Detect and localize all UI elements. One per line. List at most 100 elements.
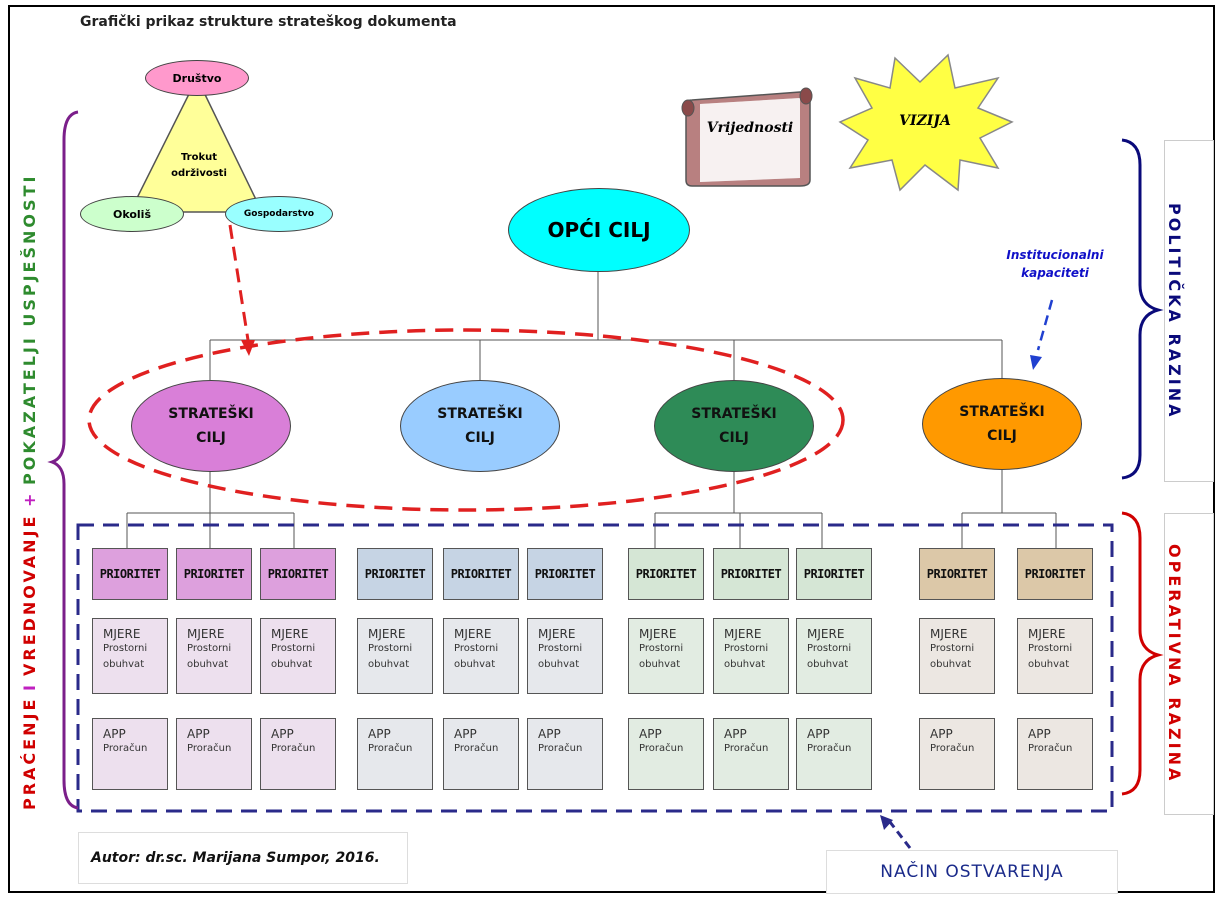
app-line1: Proračun [639, 743, 684, 754]
measures-line2: obuhvat [368, 659, 410, 670]
measures-line1: Prostorni [187, 643, 232, 654]
method-arrow-line [888, 821, 912, 849]
measures-title: MJERE [930, 627, 968, 641]
priority-box: PRIORITET [527, 548, 603, 600]
measures-line2: obuhvat [454, 659, 496, 670]
measures-line1: Prostorni [807, 643, 852, 654]
app-title: APP [639, 727, 662, 741]
priority-box: PRIORITET [260, 548, 336, 600]
app-title: APP [103, 727, 126, 741]
left-vertical-label: PRAĆENJE I VREDNOVANJE + POKAZATELJI USP… [20, 173, 39, 810]
measures-line2: obuhvat [724, 659, 766, 670]
connector-priorities [126, 470, 1057, 548]
sustainability-arrow-head [241, 340, 255, 356]
app-box: APP Proračun [1017, 718, 1093, 790]
measures-title: MJERE [639, 627, 677, 641]
operative-label: OPERATIVNA RAZINA [1165, 544, 1184, 784]
app-line1: Proračun [454, 743, 499, 754]
app-line1: Proračun [271, 743, 316, 754]
app-title: APP [1028, 727, 1051, 741]
institutional-arrow-head [1030, 355, 1042, 370]
app-line1: Proračun [187, 743, 232, 754]
app-title: APP [930, 727, 953, 741]
sustainability-triangle [128, 76, 264, 213]
measures-line1: Prostorni [639, 643, 684, 654]
app-line1: Proračun [1028, 743, 1073, 754]
measures-box: MJERE Prostorni obuhvat [796, 618, 872, 694]
triangle-center-label: Trokut održivosti [171, 152, 227, 179]
operative-brace [1121, 511, 1164, 796]
political-label: POLITIČKA RAZINA [1165, 202, 1184, 420]
measures-line1: Prostorni [454, 643, 499, 654]
measures-line2: obuhvat [1028, 659, 1070, 670]
app-title: APP [538, 727, 561, 741]
app-box: APP Proračun [713, 718, 789, 790]
measures-line1: Prostorni [271, 643, 316, 654]
measures-title: MJERE [368, 627, 406, 641]
measures-line2: obuhvat [187, 659, 229, 670]
measures-line2: obuhvat [639, 659, 681, 670]
triangle-node-environment: Okoliš [80, 196, 184, 232]
app-title: APP [271, 727, 294, 741]
political-brace [1121, 138, 1164, 480]
priority-box: PRIORITET [628, 548, 704, 600]
method-arrow-head [880, 815, 893, 830]
app-box: APP Proračun [628, 718, 704, 790]
app-box: APP Proračun [919, 718, 995, 790]
measures-title: MJERE [807, 627, 845, 641]
operative-label-box: OPERATIVNA RAZINA [1164, 513, 1214, 815]
measures-line2: obuhvat [271, 659, 313, 670]
political-label-box: POLITIČKA RAZINA [1164, 140, 1214, 482]
vision-starburst [838, 53, 1014, 192]
values-scroll [681, 87, 813, 187]
measures-title: MJERE [103, 627, 141, 641]
app-box: APP Proračun [92, 718, 168, 790]
operational-dashed-frame [76, 523, 1114, 813]
method-box: NAČIN OSTVARENJA [826, 850, 1118, 894]
app-line1: Proračun [807, 743, 852, 754]
left-brace [47, 110, 79, 810]
priority-box: PRIORITET [92, 548, 168, 600]
measures-title: MJERE [1028, 627, 1066, 641]
app-title: APP [807, 727, 830, 741]
app-line1: Proračun [930, 743, 975, 754]
app-title: APP [187, 727, 210, 741]
priority-box: PRIORITET [443, 548, 519, 600]
measures-line2: obuhvat [103, 659, 145, 670]
measures-line1: Prostorni [538, 643, 583, 654]
priority-box: PRIORITET [357, 548, 433, 600]
triangle-node-economy: Gospodarstvo [225, 196, 333, 232]
measures-line2: obuhvat [807, 659, 849, 670]
app-title: APP [724, 727, 747, 741]
app-title: APP [454, 727, 477, 741]
measures-line2: obuhvat [930, 659, 972, 670]
measures-box: MJERE Prostorni obuhvat [628, 618, 704, 694]
vision-label: VIZIJA [899, 113, 951, 129]
main-goal-node: OPĆI CILJ [508, 188, 690, 272]
priority-box: PRIORITET [713, 548, 789, 600]
sustainability-arrow-line [228, 224, 250, 341]
priority-box: PRIORITET [796, 548, 872, 600]
diagram-title: Grafički prikaz strukture strateškog dok… [80, 14, 457, 30]
app-box: APP Proračun [176, 718, 252, 790]
app-line1: Proračun [103, 743, 148, 754]
app-line1: Proračun [724, 743, 769, 754]
app-box: APP Proračun [260, 718, 336, 790]
measures-line1: Prostorni [1028, 643, 1073, 654]
app-title: APP [368, 727, 391, 741]
measures-line1: Prostorni [724, 643, 769, 654]
values-label: Vrijednosti [706, 120, 794, 136]
method-label: NAČIN OSTVARENJA [880, 862, 1064, 882]
